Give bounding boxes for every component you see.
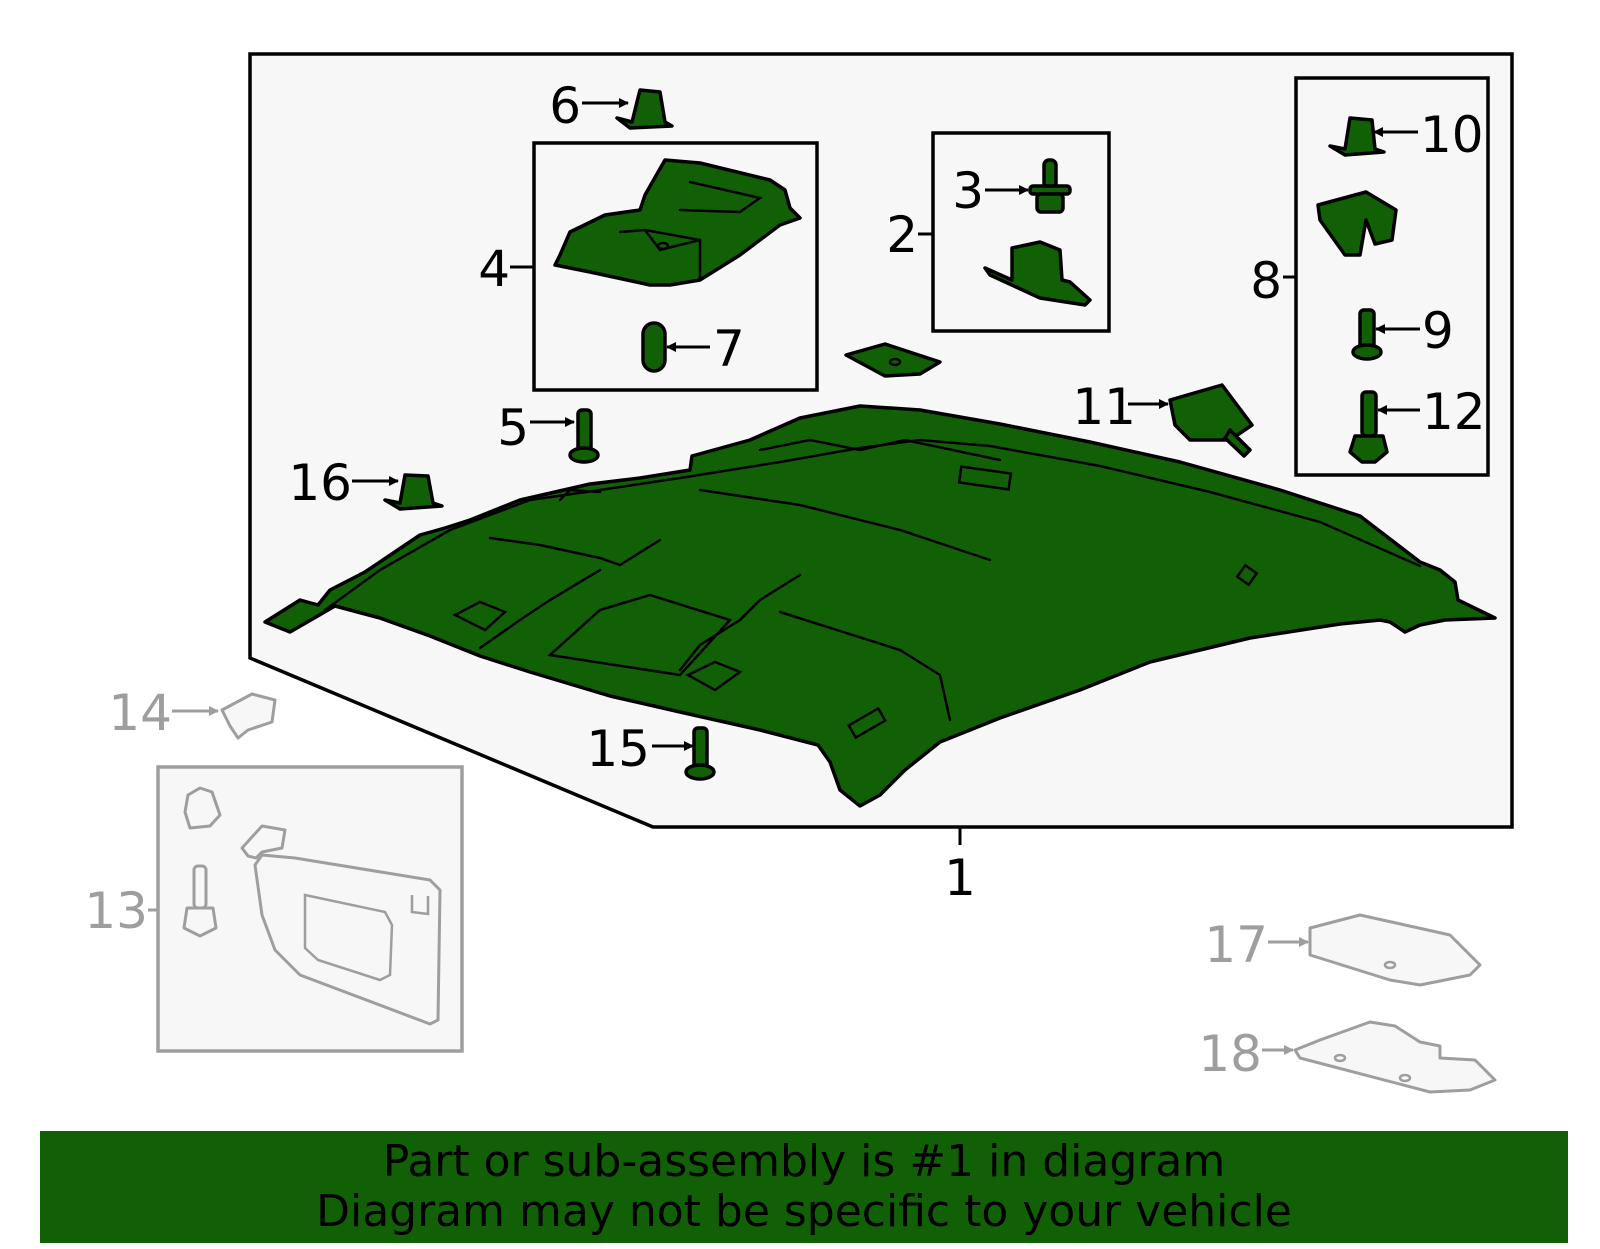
sunvisor-part-13[interactable]: [182, 786, 442, 1026]
callout-1: 1: [944, 849, 976, 907]
callout-11: 11: [1072, 378, 1136, 436]
plate-part-18[interactable]: [1293, 1020, 1497, 1094]
callout-18: 18: [1198, 1025, 1262, 1083]
console-part-4[interactable]: [553, 158, 802, 287]
bracket-part-8[interactable]: [1316, 190, 1398, 257]
bolt-part-12[interactable]: [1348, 390, 1389, 464]
banner-line-2: Diagram may not be specific to your vehi…: [316, 1186, 1292, 1237]
callout-13: 13: [84, 882, 148, 940]
callout-2: 2: [886, 206, 918, 264]
callout-7: 7: [713, 320, 745, 378]
clip-part-14[interactable]: [220, 692, 277, 740]
screw-part-9[interactable]: [1351, 308, 1383, 361]
headliner-part[interactable]: [263, 404, 1497, 808]
callout-12: 12: [1422, 383, 1486, 441]
clip-part-6[interactable]: [615, 88, 674, 130]
callout-8: 8: [1250, 252, 1282, 310]
callout-15: 15: [586, 720, 650, 778]
bracket-part-2[interactable]: [983, 240, 1092, 307]
callout-10: 10: [1420, 106, 1484, 164]
callout-9: 9: [1422, 302, 1454, 360]
callout-16: 16: [288, 454, 352, 512]
callout-14: 14: [108, 684, 172, 742]
pin-part-7[interactable]: [641, 321, 667, 373]
banner-line-1: Part or sub-assembly is #1 in diagram: [382, 1136, 1226, 1187]
info-banner: Part or sub-assembly is #1 in diagram Di…: [40, 1131, 1568, 1243]
bracket-part-11[interactable]: [1168, 383, 1254, 458]
callout-4: 4: [478, 240, 510, 298]
screw-part-5[interactable]: [568, 408, 600, 464]
callout-17: 17: [1204, 916, 1268, 974]
callout-3: 3: [952, 162, 984, 220]
callout-6: 6: [549, 77, 581, 135]
screw-part-15[interactable]: [684, 726, 716, 781]
callout-5: 5: [497, 399, 529, 457]
clip-part-16[interactable]: [383, 473, 444, 511]
lamp-part-17[interactable]: [1308, 913, 1482, 987]
bracket-plate[interactable]: [844, 342, 942, 378]
fastener-part-3[interactable]: [1028, 158, 1072, 214]
